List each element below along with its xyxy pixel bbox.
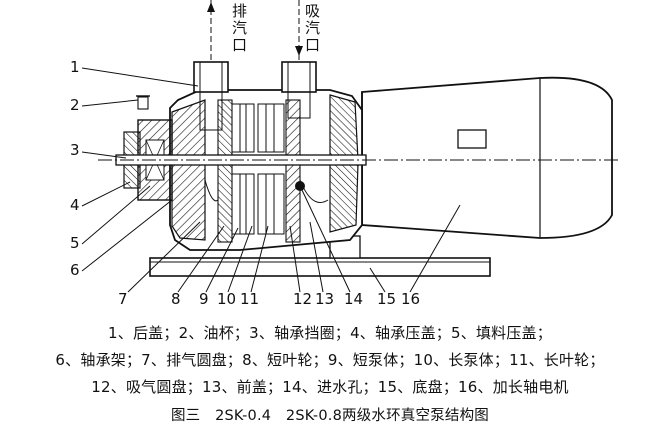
leader-1: [81, 67, 199, 87]
leader-8: [177, 225, 225, 293]
leader-7: [127, 221, 201, 293]
legend-line-2: 6、轴承架；7、排气圆盘；8、短叶轮；9、短泵体；10、长泵体；11、长叶轮；: [55, 351, 605, 369]
callout-11: 11: [240, 290, 259, 308]
leader-16: [409, 204, 461, 293]
shaft: [98, 154, 620, 166]
leader-4: [81, 181, 131, 207]
leader-12: [289, 225, 301, 293]
callouts-left: 1 2 3 4 5 6: [70, 58, 199, 279]
leader-5: [81, 185, 151, 245]
leader-6: [81, 199, 173, 272]
leader-2: [81, 99, 139, 107]
callout-6: 6: [70, 261, 80, 279]
legend-line-1: 1、后盖；2、油杯；3、轴承挡圈；4、轴承压盖；5、填料压盖；: [108, 324, 552, 342]
callout-3: 3: [70, 141, 80, 159]
leader-14: [301, 189, 351, 293]
intake-port: [281, 0, 317, 119]
intake-port-label: 吸 汽 口: [305, 2, 320, 54]
pump-drawing: 排 汽 口 吸 汽 口 1 2 3 4 5 6 7 8 9 10 11 12 1…: [70, 0, 620, 308]
callout-8: 8: [171, 290, 181, 308]
leader-11: [250, 225, 269, 293]
intake-port-label-char-3: 口: [305, 36, 320, 54]
callout-15: 15: [377, 290, 396, 308]
figure-caption: 图三 2SK-0.4 2SK-0.8两级水环真空泵结构图: [170, 408, 489, 424]
leader-15: [369, 267, 386, 293]
exhaust-port: [193, 0, 229, 131]
legend-line-3: 12、吸气圆盘；13、前盖；14、进水孔；15、底盘；16、加长轴电机: [91, 378, 569, 396]
callout-5: 5: [70, 234, 80, 252]
motor: [329, 76, 613, 259]
exhaust-port-label-char-2: 汽: [232, 19, 247, 37]
callout-2: 2: [70, 96, 80, 114]
callout-16: 16: [401, 290, 420, 308]
bearing-housing: [123, 95, 173, 201]
leader-10: [227, 225, 253, 293]
callout-1: 1: [70, 58, 80, 76]
callout-4: 4: [70, 196, 80, 214]
pump-body: [169, 89, 363, 251]
intake-port-label-char-2: 汽: [305, 19, 320, 37]
callout-10: 10: [217, 290, 236, 308]
intake-port-label-char-1: 吸: [305, 2, 320, 20]
callout-7: 7: [118, 290, 128, 308]
exhaust-port-label-char-3: 口: [232, 36, 247, 54]
callout-13: 13: [315, 290, 334, 308]
leader-13: [309, 221, 324, 293]
callout-14: 14: [344, 290, 363, 308]
exhaust-port-label-char-1: 排: [232, 2, 247, 20]
callouts-bottom: 7 8 9 10 11 12 13 14 15 16: [118, 189, 461, 308]
exhaust-port-label: 排 汽 口: [232, 2, 247, 54]
leader-9: [205, 227, 239, 293]
leader-3: [81, 151, 127, 159]
callout-9: 9: [199, 290, 209, 308]
callout-12: 12: [293, 290, 312, 308]
